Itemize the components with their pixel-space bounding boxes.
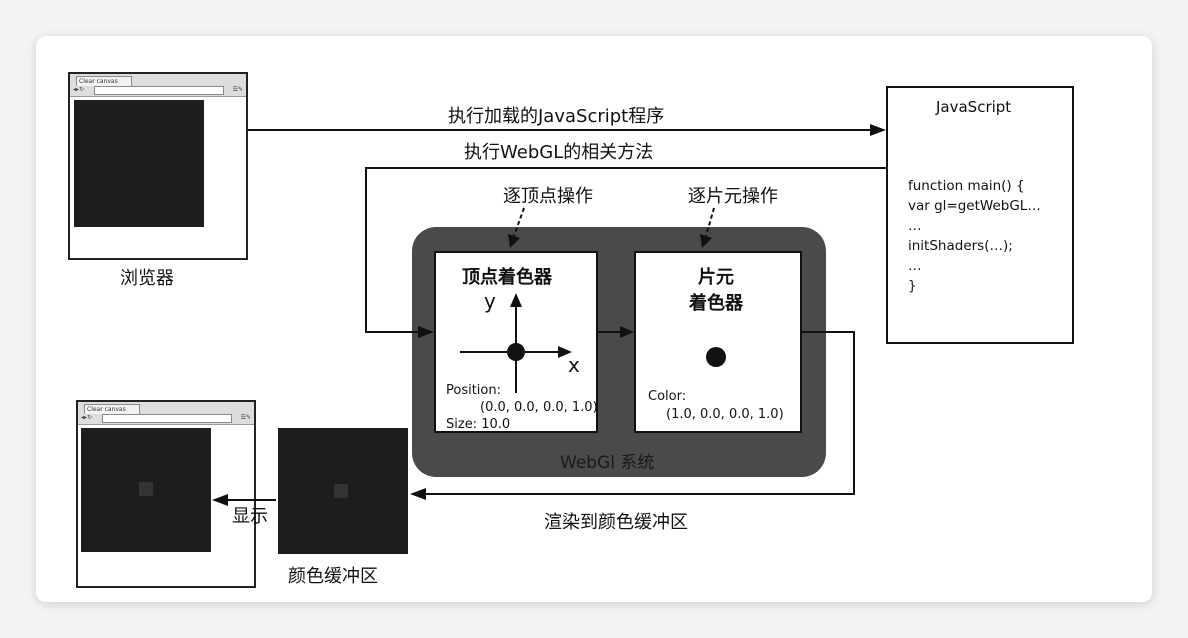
url-bar	[102, 414, 232, 423]
exec-js-label: 执行加载的JavaScript程序	[448, 106, 665, 127]
bottom-browser-window: Clear canvas ◂▸↻ ☰✎	[76, 400, 256, 588]
nav-arrows-icon: ◂▸↻	[73, 86, 85, 93]
webgl-system-label: WebGl 系统	[560, 453, 655, 473]
fragment-shader-title-2: 着色器	[689, 293, 743, 314]
code-line-2: var gl=getWebGL…	[908, 198, 1041, 214]
per-vertex-label: 逐顶点操作	[503, 186, 593, 207]
color-buffer-label: 颜色缓冲区	[288, 566, 378, 587]
vertex-shader-box: 顶点着色器 y x Position: (0.0, 0.0, 0.0, 1.0)…	[434, 251, 598, 433]
browser-tab: Clear canvas	[84, 404, 140, 414]
browser-canvas	[74, 100, 204, 227]
toolbar-icons: ☰✎	[240, 414, 251, 421]
browser-canvas	[81, 428, 211, 552]
vertex-axes-icon	[460, 293, 572, 393]
axis-y-label: y	[484, 289, 496, 313]
code-line-1: function main() {	[908, 178, 1025, 194]
per-fragment-label: 逐片元操作	[688, 186, 778, 207]
url-bar	[94, 86, 224, 95]
browser-tab: Clear canvas	[76, 76, 132, 86]
browser-chrome: Clear canvas ◂▸↻ ☰✎	[70, 74, 246, 97]
vertex-shader-title: 顶点着色器	[462, 267, 552, 288]
color-label: Color:	[648, 389, 687, 404]
fragment-point-icon	[706, 347, 726, 367]
browser-label: 浏览器	[120, 268, 174, 289]
webgl-system-box: WebGl 系统 顶点着色器 y x Position: (0.0, 0.0, …	[412, 227, 826, 477]
code-line-5: …	[908, 258, 922, 274]
code-line-6: }	[908, 278, 917, 294]
javascript-title: JavaScript	[936, 98, 1012, 116]
exec-webgl-label: 执行WebGL的相关方法	[464, 142, 654, 163]
nav-arrows-icon: ◂▸↻	[81, 414, 93, 421]
position-value: (0.0, 0.0, 0.0, 1.0)	[480, 400, 598, 415]
fragment-shader-box: 片元 着色器 Color: (1.0, 0.0, 0.0, 1.0)	[634, 251, 802, 433]
render-to-buffer-label: 渲染到颜色缓冲区	[544, 512, 688, 533]
javascript-box: JavaScript function main() { var gl=getW…	[886, 86, 1074, 344]
axis-x-label: x	[568, 353, 580, 377]
rendered-point	[139, 482, 153, 496]
fragment-shader-title-1: 片元	[698, 267, 734, 288]
browser-chrome: Clear canvas ◂▸↻ ☰✎	[78, 402, 254, 425]
buffer-point	[334, 484, 348, 498]
code-line-3: …	[908, 218, 922, 234]
position-label: Position:	[446, 383, 501, 398]
color-buffer	[278, 428, 408, 554]
code-line-4: initShaders(…);	[908, 238, 1013, 254]
flow-arrows	[212, 124, 886, 506]
display-label: 显示	[232, 506, 268, 527]
top-browser-window: Clear canvas ◂▸↻ ☰✎	[68, 72, 248, 260]
color-value: (1.0, 0.0, 0.0, 1.0)	[666, 407, 784, 422]
diagram-card: Clear canvas ◂▸↻ ☰✎ 浏览器 执行加载的JavaScript程…	[36, 36, 1152, 602]
size-label: Size: 10.0	[446, 417, 511, 432]
toolbar-icons: ☰✎	[232, 86, 243, 93]
